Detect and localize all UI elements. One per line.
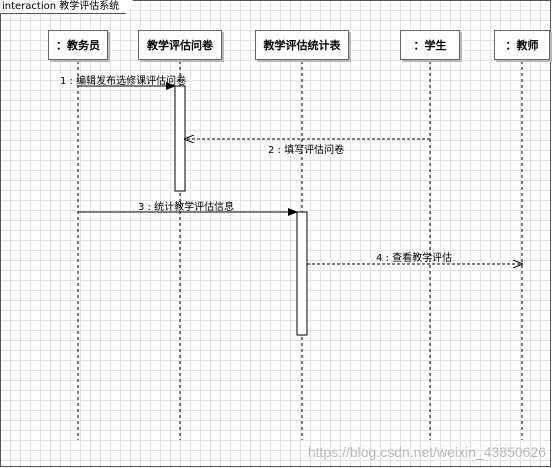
lifeline-head-questionnaire: 教学评估问卷	[138, 30, 222, 60]
message-1-label: 1 : 编辑发布选修课评估问卷	[60, 76, 187, 87]
watermark: https://blog.csdn.net/weixin_43850626	[307, 444, 546, 460]
lifeline-head-student: ：学生	[400, 30, 460, 60]
activation-questionnaire	[174, 85, 186, 192]
lifeline-head-teacher: ：教师	[494, 30, 550, 60]
lifeline-head-jiaowuyuan: ：教务员	[48, 30, 108, 60]
message-3-label: 3 : 统计教学评估信息	[138, 202, 235, 213]
activation-stats-table	[296, 211, 308, 336]
message-2-label: 2 : 填写评估问卷	[268, 145, 345, 156]
lifeline-head-stats-table: 教学评估统计表	[255, 30, 349, 60]
message-4-label: 4 : 查看教学评估	[376, 253, 453, 264]
frame-title: interaction 教学评估系统	[0, 0, 133, 14]
